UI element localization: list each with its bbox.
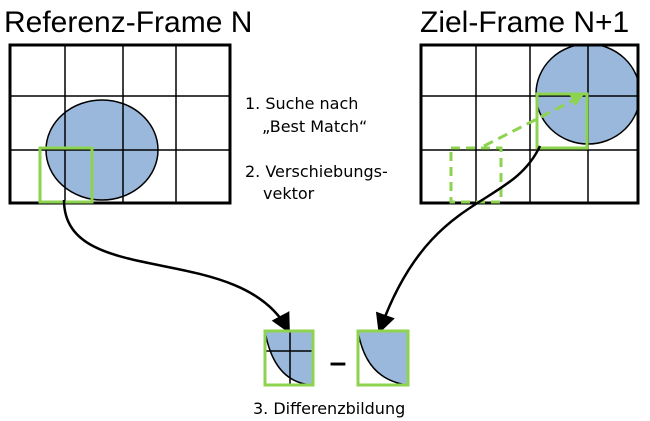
target-frame-border (419, 43, 640, 205)
reference-grid (10, 45, 230, 203)
step1-line1: 1. Suche nach (245, 94, 358, 113)
target-frame (419, 43, 640, 205)
reference-block (38, 146, 94, 204)
target-to-difference-arrow (375, 145, 542, 334)
target-frame-title: Ziel-Frame N+1 (420, 6, 629, 39)
reference-frame (8, 43, 232, 205)
reference-frame-border (8, 43, 232, 205)
step2-line1: 2. Verschiebungs- (245, 162, 388, 181)
step1-line2: „Best Match“ (262, 117, 367, 136)
difference-block-reference (263, 329, 315, 387)
best-match-block (535, 92, 589, 150)
step3-label: 3. Differenzbildung (253, 399, 405, 418)
step2-line2: vektor (263, 184, 315, 203)
candidate-block-dashed (449, 146, 503, 204)
displacement-vector-arrow (483, 95, 584, 148)
difference-block-target (356, 329, 410, 387)
reference-to-difference-arrow (62, 199, 290, 334)
minus-operator: – (330, 346, 347, 379)
reference-frame-title: Referenz-Frame N (4, 6, 252, 39)
